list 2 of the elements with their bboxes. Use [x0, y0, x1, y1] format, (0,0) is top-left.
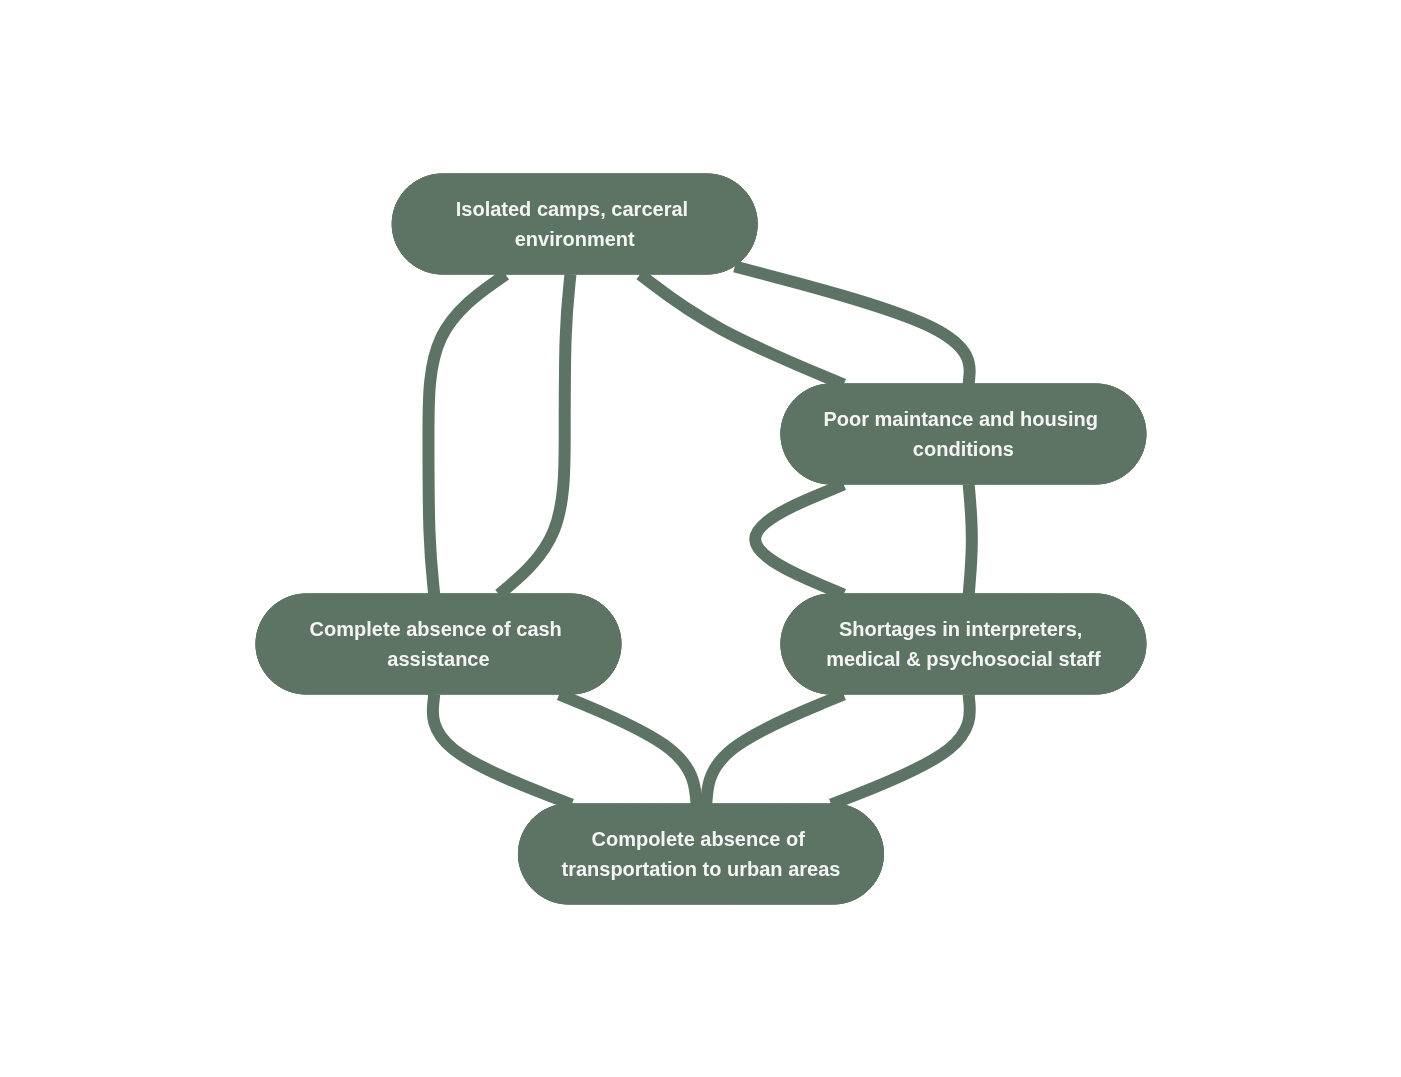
connector: [732, 260, 976, 385]
connector: [962, 483, 978, 595]
